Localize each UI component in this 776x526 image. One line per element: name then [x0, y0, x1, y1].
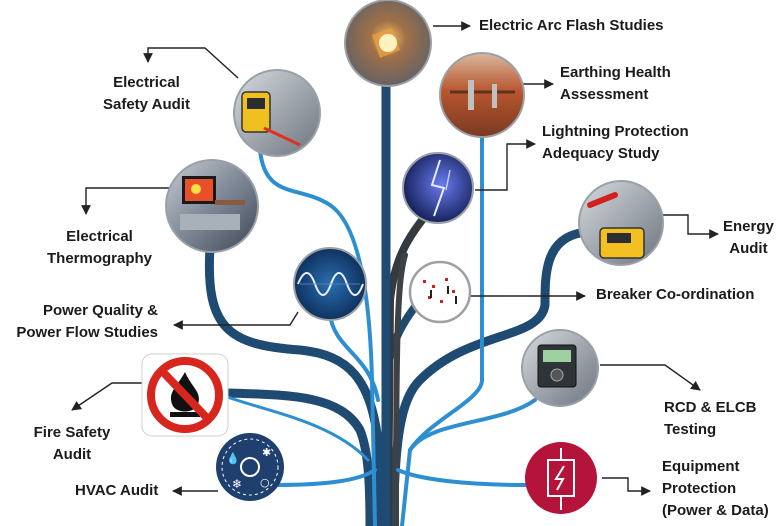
label-thermography: Electrical Thermography [47, 226, 152, 270]
label-line: Lightning Protection [542, 123, 689, 140]
label-line: Audit [729, 240, 768, 257]
label-equipment: Equipment Protection (Power & Data) [662, 456, 769, 522]
earthing-image [439, 52, 525, 138]
safety-audit-image [233, 69, 321, 157]
energy-audit-image [578, 180, 664, 266]
arrow-rcd [600, 364, 701, 391]
label-line: Electrical [66, 228, 133, 245]
cable-equipment [396, 468, 527, 487]
connector-lines [71, 21, 719, 496]
cable-gray-2 [393, 252, 408, 526]
arc-flash-image [344, 0, 432, 87]
svg-text:✱: ✱ [262, 446, 271, 459]
label-line: HVAC Audit [75, 482, 159, 499]
label-line: Earthing Health [560, 64, 671, 81]
cable-safety-audit [258, 148, 377, 526]
label-energy: Energy Audit [723, 216, 774, 260]
label-line: Energy [723, 218, 774, 235]
hvac-audit-image: 💧 ✱ ❄ ○ [216, 433, 284, 501]
breaker-image [408, 260, 472, 324]
rcd-testing-image [521, 329, 599, 407]
label-line: Fire Safety [33, 424, 111, 441]
cable-hvac [273, 468, 377, 487]
lightning-image [402, 152, 474, 224]
arrow-safety-audit [143, 47, 239, 79]
label-fire: Fire Safety Audit [32, 422, 112, 466]
svg-text:❄: ❄ [232, 477, 242, 491]
label-line: Assessment [560, 86, 649, 103]
label-hvac: HVAC Audit [75, 480, 158, 502]
label-arc-flash: Electric Arc Flash Studies [479, 15, 664, 37]
cable-fire [223, 388, 375, 526]
label-line: Protection [662, 480, 737, 497]
label-breaker: Breaker Co-ordination [596, 284, 754, 306]
cable-thermography [204, 243, 385, 526]
cable-blue-3 [220, 393, 370, 462]
label-line: RCD & ELCB [664, 399, 757, 416]
label-line: Thermography [47, 250, 153, 267]
arrow-thermography [81, 187, 170, 215]
arrow-power-quality [173, 311, 299, 330]
label-line: Power Flow Studies [16, 324, 158, 341]
arrow-equipment [602, 477, 651, 496]
arrow-fire [71, 382, 142, 411]
cable-power-quality [328, 313, 380, 402]
label-line: Adequacy Study [542, 145, 660, 162]
label-line: Equipment [662, 458, 740, 475]
cable-bundle [204, 75, 585, 526]
label-line: Power Quality & [42, 302, 158, 319]
fire-safety-image [141, 353, 229, 437]
label-line: Safety Audit [103, 96, 190, 113]
label-safety-audit: Electrical Safety Audit [103, 72, 190, 116]
label-power-quality: Power Quality & Power Flow Studies [8, 300, 158, 344]
thermography-image [165, 159, 259, 253]
label-line: Electrical [113, 74, 180, 91]
cable-energy [388, 228, 585, 526]
svg-text:💧: 💧 [226, 452, 240, 465]
label-lightning: Lightning Protection Adequacy Study [542, 121, 689, 165]
label-line: (Power & Data) [662, 502, 769, 519]
equipment-protection-image [525, 442, 597, 514]
cable-rcd [408, 398, 537, 452]
svg-text:○: ○ [260, 476, 270, 489]
label-rcd: RCD & ELCB Testing [664, 397, 757, 441]
label-earthing: Earthing Health Assessment [560, 62, 671, 106]
power-quality-image [293, 247, 367, 321]
arrow-lightning [475, 139, 536, 191]
label-line: Testing [664, 421, 717, 438]
label-line: Audit [52, 446, 92, 463]
label-line: Electric Arc Flash Studies [479, 17, 664, 34]
label-line: Breaker Co-ordination [596, 286, 755, 303]
arrow-energy [662, 214, 719, 239]
